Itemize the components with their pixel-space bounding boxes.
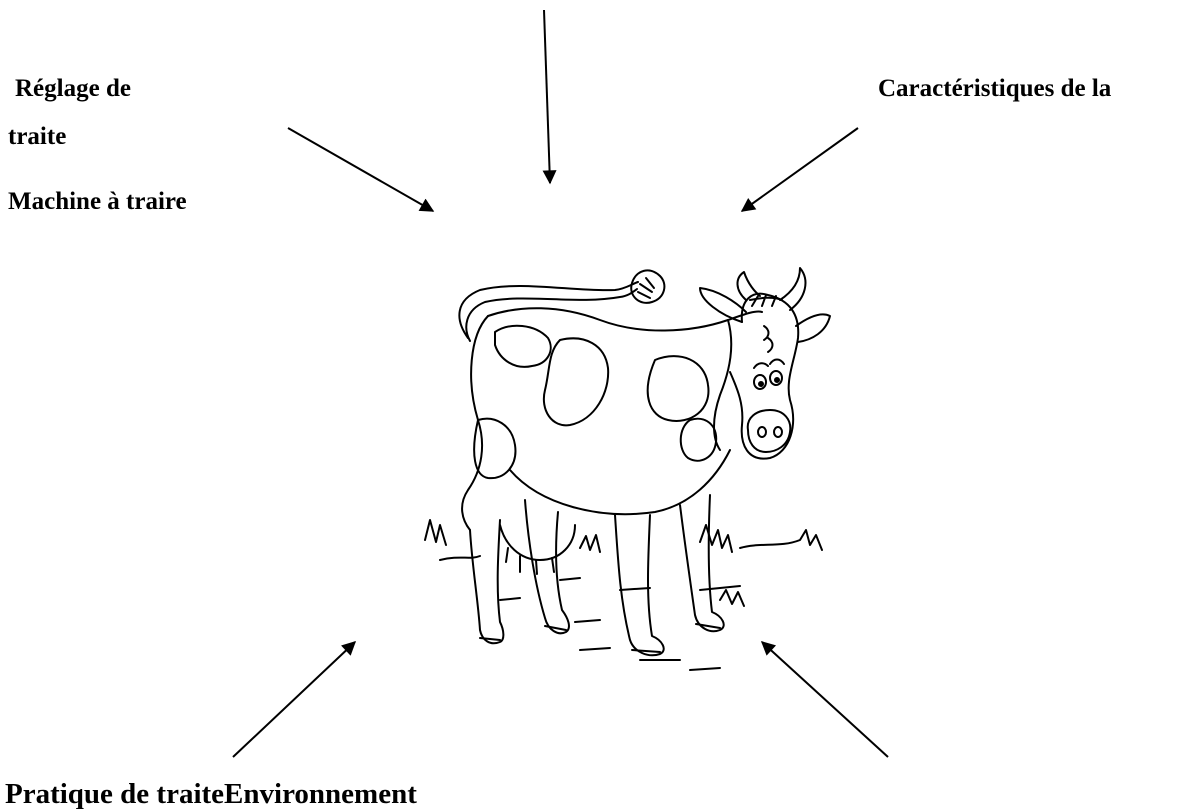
- cow-muzzle: [748, 410, 791, 452]
- cow-ear-right: [796, 314, 830, 342]
- cow-belly: [510, 450, 730, 514]
- cow-spot-4: [648, 356, 709, 421]
- cow-grass: [425, 520, 822, 670]
- label-machine-a-traire: Machine à traire: [8, 187, 187, 217]
- cow-spot-1: [495, 326, 551, 367]
- cow-udder: [500, 525, 575, 560]
- arrow-pratique: [233, 642, 355, 757]
- arrow-reglage: [288, 128, 433, 211]
- arrow-caracteristiques: [742, 128, 858, 211]
- cow-rear: [462, 316, 488, 530]
- cow-leg-rear-right: [525, 500, 569, 633]
- cow-leg-front-right: [680, 495, 724, 631]
- arrow-top: [544, 10, 550, 183]
- cow-leg-rear-left: [470, 520, 503, 643]
- cow-spot-5: [681, 419, 716, 461]
- cow-tail: [459, 282, 638, 338]
- label-pratique-environnement: Pratique de traiteEnvironnement: [5, 778, 417, 810]
- arrow-environnement: [762, 642, 888, 757]
- cow-neck: [714, 320, 731, 450]
- cow-leg-front-left: [615, 515, 664, 655]
- cow-spot-2: [544, 338, 608, 425]
- cow-illustration: [425, 268, 830, 670]
- cow-horn-right: [780, 268, 805, 310]
- label-caracteristiques: Caractéristiques de la: [878, 74, 1111, 104]
- cow-horn-left: [737, 272, 760, 300]
- label-reglage-line1: Réglage de: [15, 74, 131, 104]
- label-reglage-line2: traite: [8, 122, 66, 152]
